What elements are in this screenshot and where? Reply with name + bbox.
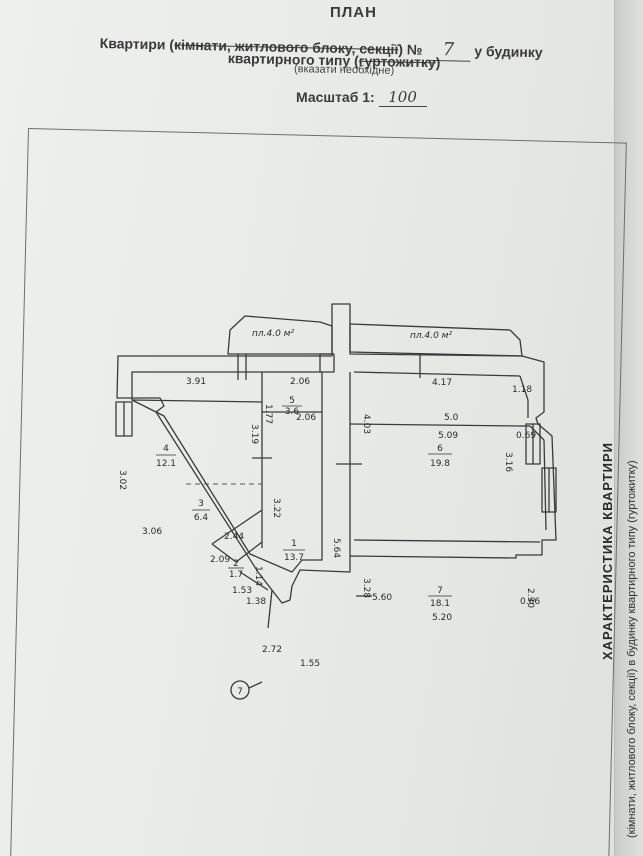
entrance-marker: 7: [237, 687, 243, 697]
scale-value: 100: [378, 88, 427, 107]
room-area: 1.7: [229, 570, 243, 580]
dim: 0.66: [520, 597, 540, 607]
room-area: 19.8: [430, 459, 450, 469]
dim: 2.44: [224, 532, 244, 542]
room-number: 5: [289, 396, 295, 406]
scale-line: Масштаб 1: 100: [296, 88, 427, 107]
room-5: 5 3.6: [282, 396, 302, 417]
room-number: 2: [233, 559, 239, 569]
room-number: 4: [163, 444, 169, 454]
dim: 5.60: [372, 593, 392, 603]
room-area: 6.4: [194, 513, 209, 523]
dim: 4.03: [361, 414, 371, 434]
dim: 1.14: [253, 566, 263, 586]
dim: 1.55: [300, 659, 320, 669]
room-3: 3 6.4: [192, 499, 210, 523]
room-area: 18.1: [430, 599, 450, 609]
room-number: 6: [437, 444, 443, 454]
dim: 2.09: [210, 555, 230, 565]
outer-wall: [116, 303, 557, 604]
room-area: 3.6: [285, 407, 300, 417]
dim: 5.64: [331, 538, 341, 558]
room-number: 3: [198, 499, 204, 509]
dim: 3.19: [249, 424, 259, 444]
dim: 0.69: [516, 431, 536, 441]
dim: 1.77: [263, 404, 273, 424]
document-title: ПЛАН: [330, 4, 377, 21]
dim: 3.06: [142, 527, 162, 537]
dim: 1.53: [232, 586, 252, 596]
room-4: 4 12.1: [156, 444, 176, 469]
dim: 2.06: [290, 377, 310, 387]
next-page-edge: [614, 0, 643, 856]
dim: 5.0: [444, 413, 459, 423]
dim: 3.16: [503, 452, 513, 472]
dim: 3.02: [117, 470, 127, 490]
room-number: 7: [437, 586, 443, 596]
room-6: 6 19.8: [428, 444, 452, 469]
dim: 2.06: [296, 413, 316, 423]
room-7: 7 18.1: [428, 586, 452, 609]
dim: 1.18: [512, 385, 532, 395]
balcony-left-label: пл.4.0 м²: [252, 329, 294, 339]
dim: 3.22: [271, 498, 281, 518]
dimension-labels: 3.91 3.02 3.06 3.19 2.06 1.77 2.06 3.22 …: [117, 377, 540, 669]
dim: 1.38: [246, 597, 266, 607]
dim: 3.91: [186, 377, 206, 387]
dim: 5.09: [438, 431, 458, 441]
room-area: 13.7: [284, 553, 304, 563]
room-2: 2 1.7: [228, 559, 244, 580]
dim: 2.30: [525, 588, 535, 608]
room-1: 1 13.7: [283, 539, 305, 563]
balcony-right-label: пл.4.0 м²: [410, 331, 452, 341]
inner-wall-outline: [131, 371, 323, 573]
dim: 4.17: [432, 378, 452, 388]
room-number: 1: [291, 539, 297, 549]
dim: 5.20: [432, 613, 452, 623]
dim: 3.28: [361, 578, 371, 598]
dim: 2.72: [262, 645, 282, 655]
room-area: 12.1: [156, 459, 176, 469]
